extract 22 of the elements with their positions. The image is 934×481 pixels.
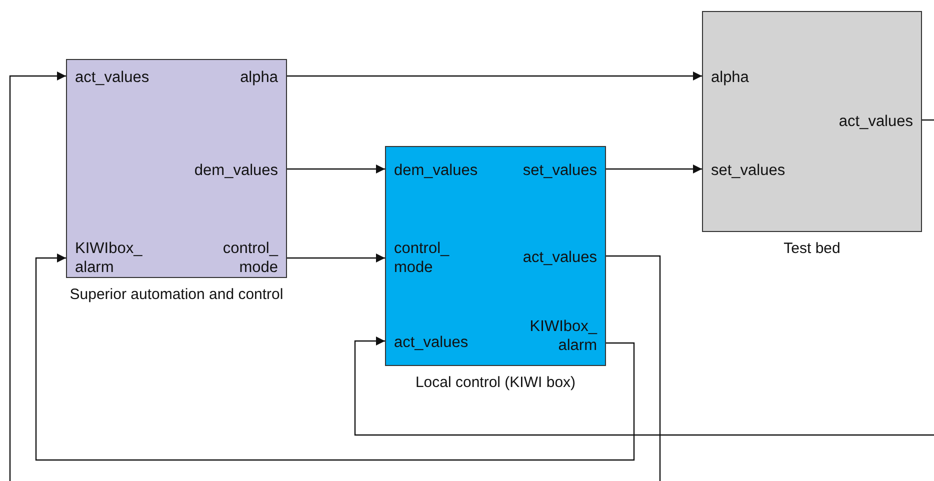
connector-arrow	[287, 254, 385, 262]
port-label: act_values	[487, 248, 605, 267]
port-label: KIWIbox_ alarm	[497, 317, 605, 355]
connector-arrow	[9, 72, 66, 481]
port-label: KIWIbox_ alarm	[67, 239, 175, 277]
connector-arrow	[35, 254, 635, 461]
connector-arrow	[354, 336, 934, 436]
block-caption: Local control (KIWI box)	[414, 373, 577, 392]
block-caption: Test bed	[782, 239, 842, 258]
port-label: control_ mode	[188, 239, 286, 277]
port-label: act_values	[386, 333, 494, 352]
port-label: control_ mode	[386, 239, 484, 277]
port-label: set_values	[703, 161, 821, 180]
connector-arrow	[606, 164, 702, 174]
port-label: alpha	[198, 68, 286, 87]
port-label: act_values	[803, 112, 921, 131]
port-label: act_values	[67, 68, 185, 87]
port-label: dem_values	[168, 161, 286, 180]
block-caption: Superior automation and control	[68, 285, 284, 304]
connector-arrow	[287, 164, 385, 174]
port-label: alpha	[703, 68, 791, 87]
connector-arrow	[287, 72, 702, 80]
